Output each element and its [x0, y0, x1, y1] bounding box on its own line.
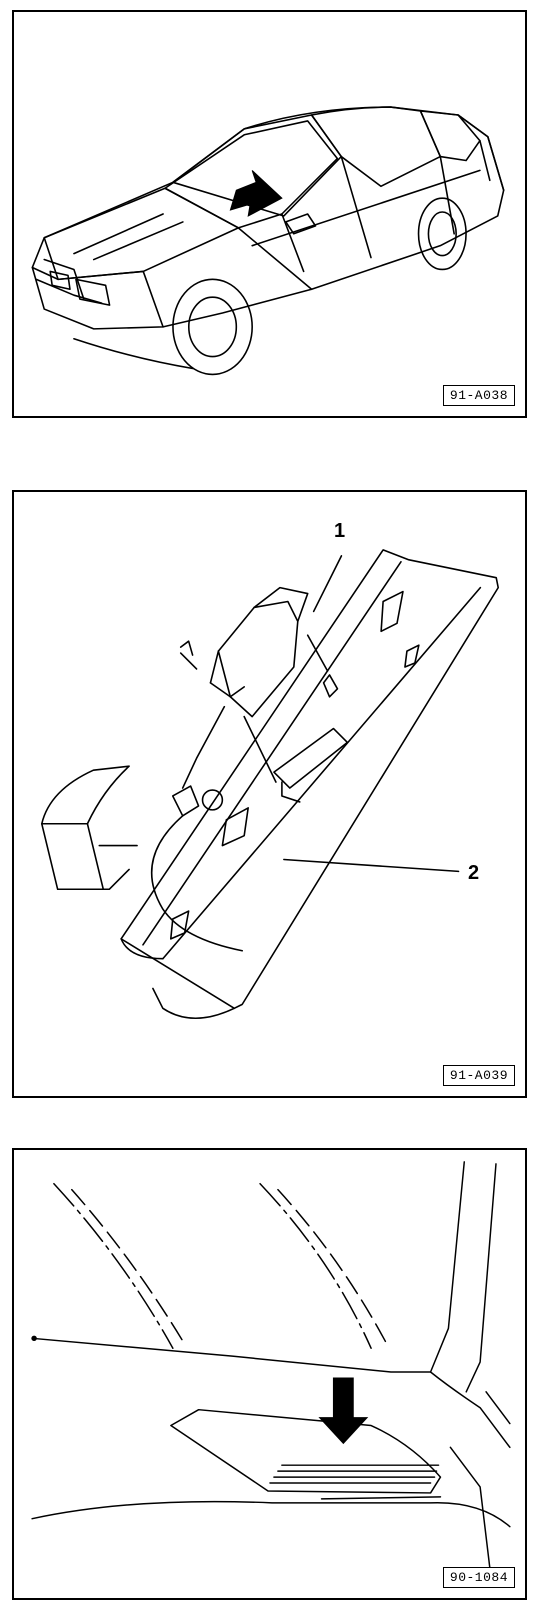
- figure-panel-component: 1 2 91-A039: [12, 490, 527, 1098]
- callout-label-1: 1: [334, 520, 346, 542]
- figure-code: 90-1084: [442, 1567, 515, 1588]
- car-illustration: [31, 106, 505, 376]
- direction-arrow-icon: [229, 170, 283, 217]
- figure-code: 91-A039: [442, 1065, 515, 1086]
- component-illustration: [40, 549, 500, 1019]
- down-arrow-icon: [318, 1377, 369, 1445]
- callout-label-2: 2: [468, 862, 480, 884]
- figure-code: 91-A038: [442, 385, 515, 406]
- figure-panel-car: 91-A038: [12, 10, 527, 418]
- dashboard-illustration: [31, 1161, 511, 1587]
- figure-panel-dashboard: 90-1084: [12, 1148, 527, 1600]
